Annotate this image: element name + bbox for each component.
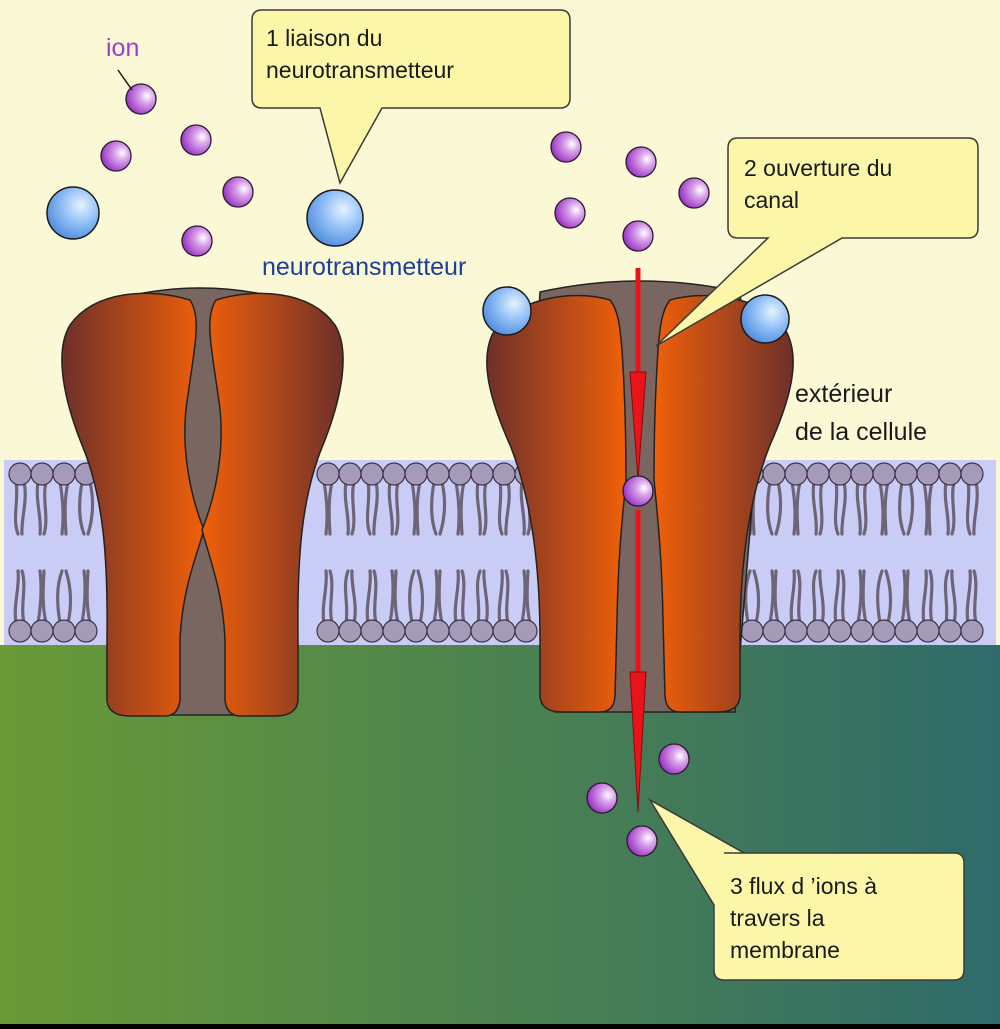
lipid xyxy=(828,462,852,536)
ion xyxy=(554,197,586,229)
lipid xyxy=(806,569,830,643)
lipid xyxy=(960,462,984,536)
channel-subunit-left xyxy=(61,292,205,717)
lipid xyxy=(492,462,516,536)
lipid xyxy=(74,569,98,643)
ion xyxy=(550,131,582,163)
callout-2-line1: 2 ouverture du xyxy=(744,155,892,181)
lipid xyxy=(316,462,340,536)
lipid xyxy=(916,569,940,643)
ion xyxy=(678,177,710,209)
lipid xyxy=(316,569,340,643)
neurotransmitter-label: neurotransmetteur xyxy=(262,253,466,281)
callout-3-line3: membrane xyxy=(730,937,840,963)
ion xyxy=(622,220,654,252)
channel-subunit-right xyxy=(653,294,794,713)
ion xyxy=(626,825,658,857)
lipid xyxy=(916,462,940,536)
ion xyxy=(625,146,657,178)
callout-1-line2: neurotransmetteur xyxy=(266,57,454,83)
lipid xyxy=(514,569,538,643)
lipid xyxy=(30,569,54,643)
callout-1-line1: 1 liaison du xyxy=(266,25,382,51)
ion xyxy=(125,83,157,115)
exterior-label-line1: extérieur xyxy=(795,380,892,408)
lipid xyxy=(850,462,874,536)
lipid xyxy=(404,462,428,536)
ion xyxy=(586,782,618,814)
exterior-label-line2: de la cellule xyxy=(795,418,927,446)
channel-subunit-right xyxy=(201,292,344,717)
ions xyxy=(100,83,710,857)
ion xyxy=(622,475,654,507)
lipid xyxy=(960,569,984,643)
lipid xyxy=(382,462,406,536)
lipid xyxy=(52,462,76,536)
ion-channel-closed xyxy=(61,287,344,717)
neurotransmitter xyxy=(46,186,100,240)
callout-3-line2: travers la xyxy=(730,905,825,931)
ion xyxy=(658,743,690,775)
lipid xyxy=(360,462,384,536)
lipid xyxy=(938,569,962,643)
ion xyxy=(180,124,212,156)
lipid xyxy=(360,569,384,643)
callout-step-3: 3 flux d ’ions à travers la membrane xyxy=(647,797,965,981)
lipid xyxy=(850,569,874,643)
callout-2-line2: canal xyxy=(744,187,799,213)
lipid xyxy=(52,569,76,643)
ion-label-leader xyxy=(117,69,133,91)
callout-step-1: 1 liaison du neurotransmetteur xyxy=(251,9,571,185)
lipid xyxy=(448,462,472,536)
bound-neurotransmitter xyxy=(740,294,790,344)
ion xyxy=(222,176,254,208)
channel-subunit-left xyxy=(486,294,627,713)
lipid xyxy=(470,569,494,643)
lipid xyxy=(426,569,450,643)
neurotransmitter xyxy=(306,189,364,247)
lipid xyxy=(784,569,808,643)
lipid xyxy=(492,569,516,643)
lipid xyxy=(894,462,918,536)
ion-flux-arrow xyxy=(629,268,647,813)
lipid xyxy=(382,569,406,643)
callout-3-line1: 3 flux d ’ions à xyxy=(730,873,877,899)
ion-label: ion xyxy=(106,34,139,62)
ion xyxy=(181,225,213,257)
lipid-bilayer xyxy=(8,462,984,643)
lipid xyxy=(828,569,852,643)
lipid xyxy=(894,569,918,643)
lipid xyxy=(872,569,896,643)
ion xyxy=(100,140,132,172)
callout-step-2: 2 ouverture du canal xyxy=(655,137,979,347)
lipid xyxy=(784,462,808,536)
lipid xyxy=(448,569,472,643)
lipid xyxy=(938,462,962,536)
lipid xyxy=(8,462,32,536)
bound-neurotransmitter xyxy=(482,286,532,336)
